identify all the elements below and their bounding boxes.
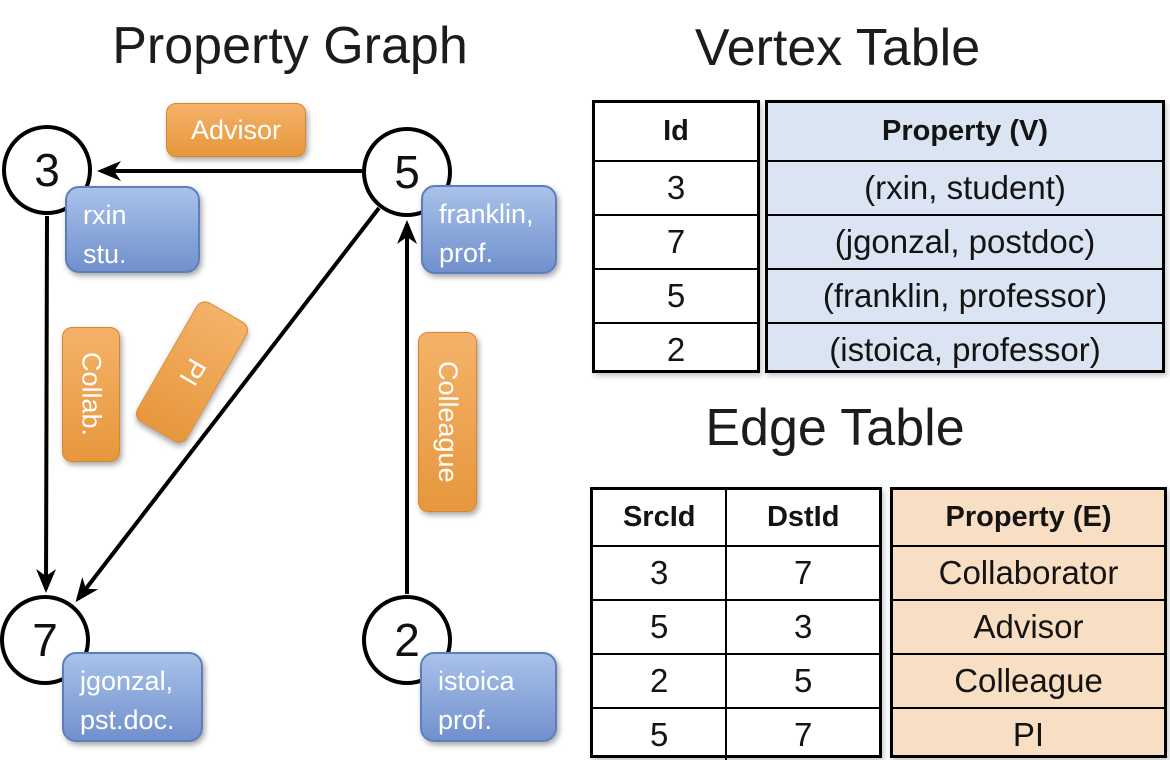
node-7-property-box: jgonzal, pst.doc. — [62, 652, 203, 742]
edge-property-cell: Advisor — [893, 599, 1164, 653]
node-5-property-box: franklin, prof. — [421, 185, 557, 274]
edge-5-to-7 — [75, 206, 381, 603]
vertex-table-title: Vertex Table — [694, 19, 981, 77]
edge-label-colleague: Colleague — [418, 332, 477, 512]
node-3-property-box: rxin stu. — [65, 186, 200, 273]
vertex-id-cell: 2 — [595, 322, 757, 376]
node-2-property-line2: prof. — [438, 705, 493, 736]
edge-dst-cell: 5 — [725, 653, 879, 707]
vertex-table-property-column: Property (V) (rxin, student)(jgonzal, po… — [765, 100, 1165, 373]
edge-dst-cell: 3 — [725, 599, 879, 653]
vertex-property-header: Property (V) — [882, 115, 1048, 147]
property-graph-title: Property Graph — [112, 17, 468, 75]
node-7-property-line1: jgonzal, — [80, 666, 174, 696]
edge-label-advisor: Advisor — [166, 103, 306, 157]
edge-dst-header: DstId — [725, 490, 879, 545]
edge-label-collab: Collab. — [62, 327, 120, 462]
vertex-id-cell: 7 — [595, 214, 757, 268]
node-7-property-line2: pst.doc. — [80, 705, 175, 736]
edge-property-header: Property (E) — [945, 501, 1112, 533]
edge-property-cell: Collaborator — [893, 545, 1164, 599]
edge-dst-cell: 7 — [725, 545, 879, 599]
edge-src-cell: 2 — [593, 653, 726, 707]
vertex-property-cell: (jgonzal, postdoc) — [768, 214, 1162, 268]
vertex-id-header: Id — [663, 115, 689, 147]
vertex-property-cell: (rxin, student) — [768, 160, 1162, 214]
node-2-property-line1: istoica — [438, 666, 515, 696]
edge-table-title: Edge Table — [705, 399, 965, 457]
node-5-property-line2: prof. — [439, 238, 494, 269]
edge-3-to-7 — [36, 215, 57, 593]
node-3-property-line2: stu. — [83, 239, 127, 270]
node-3-property-line1: rxin — [83, 200, 127, 230]
node-2-id: 2 — [394, 614, 420, 666]
node-2-property-box: istoica prof. — [420, 652, 557, 742]
edge-src-cell: 3 — [593, 545, 726, 599]
edge-property-cell: Colleague — [893, 653, 1164, 707]
vertex-property-cell: (istoica, professor) — [768, 322, 1162, 376]
edge-src-header: SrcId — [622, 501, 696, 533]
node-7-id: 7 — [32, 614, 58, 666]
node-5-id: 5 — [394, 146, 420, 198]
edge-src-cell: 5 — [593, 707, 726, 760]
vertex-property-cell: (franklin, professor) — [768, 268, 1162, 322]
vertex-id-cell: 5 — [595, 268, 757, 322]
vertex-id-cell: 3 — [595, 160, 757, 214]
edge-src-cell: 5 — [593, 599, 726, 653]
edge-dst-cell: 7 — [725, 707, 879, 760]
edge-property-cell: PI — [893, 707, 1164, 760]
node-5-property-line1: franklin, — [439, 199, 534, 229]
node-3-id: 3 — [34, 144, 60, 196]
node-3: 3 — [2, 125, 92, 215]
